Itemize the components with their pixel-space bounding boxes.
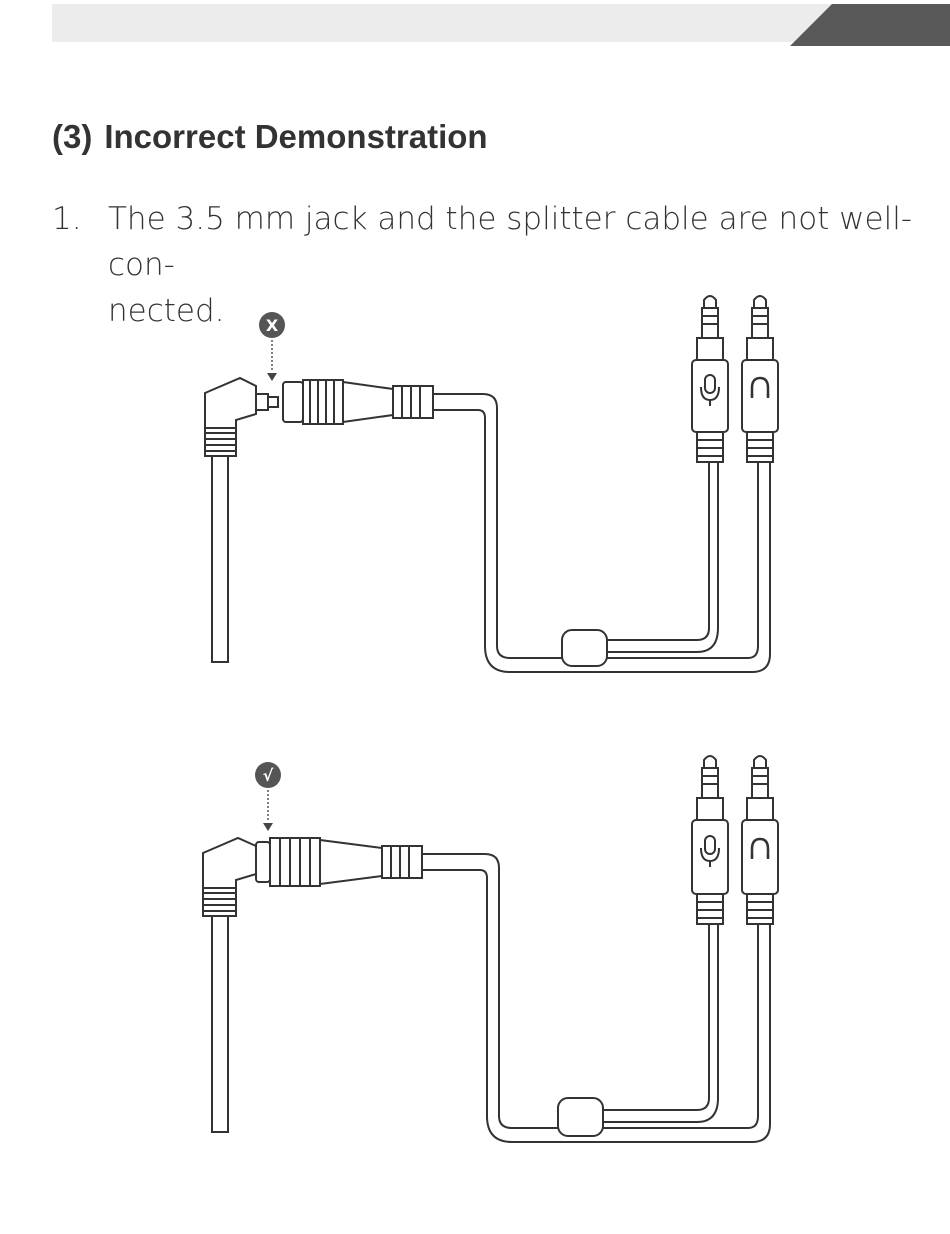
section-title: Incorrect Demonstration: [104, 118, 487, 156]
headphone-plug: [742, 756, 778, 924]
illustration-incorrect: X: [0, 290, 950, 750]
ferrite-bead: [562, 630, 607, 666]
branch-headphone: [607, 460, 758, 658]
branch-mic: [607, 460, 709, 640]
splitter-cable-diagram: [205, 296, 778, 672]
status-mark: √: [263, 766, 274, 785]
header-bar: [52, 4, 950, 42]
illustration-correct: √: [0, 750, 950, 1210]
section-number: (3): [52, 118, 92, 156]
status-mark: X: [266, 316, 279, 335]
female-jack: [256, 838, 422, 886]
headphone-plug: [742, 296, 778, 462]
cable-main: [433, 394, 700, 658]
splitter-cable-diagram: [203, 756, 778, 1142]
right-angle-plug: [203, 838, 256, 1132]
section-heading: (3) Incorrect Demonstration: [52, 118, 488, 156]
status-badge-incorrect: X: [259, 312, 285, 381]
status-badge-correct: √: [255, 762, 281, 831]
mic-plug: [692, 296, 728, 462]
ferrite-bead: [558, 1098, 603, 1136]
header-tab: [790, 4, 950, 46]
female-jack: [283, 380, 433, 424]
right-angle-plug: [205, 378, 278, 662]
mic-plug: [692, 756, 728, 924]
